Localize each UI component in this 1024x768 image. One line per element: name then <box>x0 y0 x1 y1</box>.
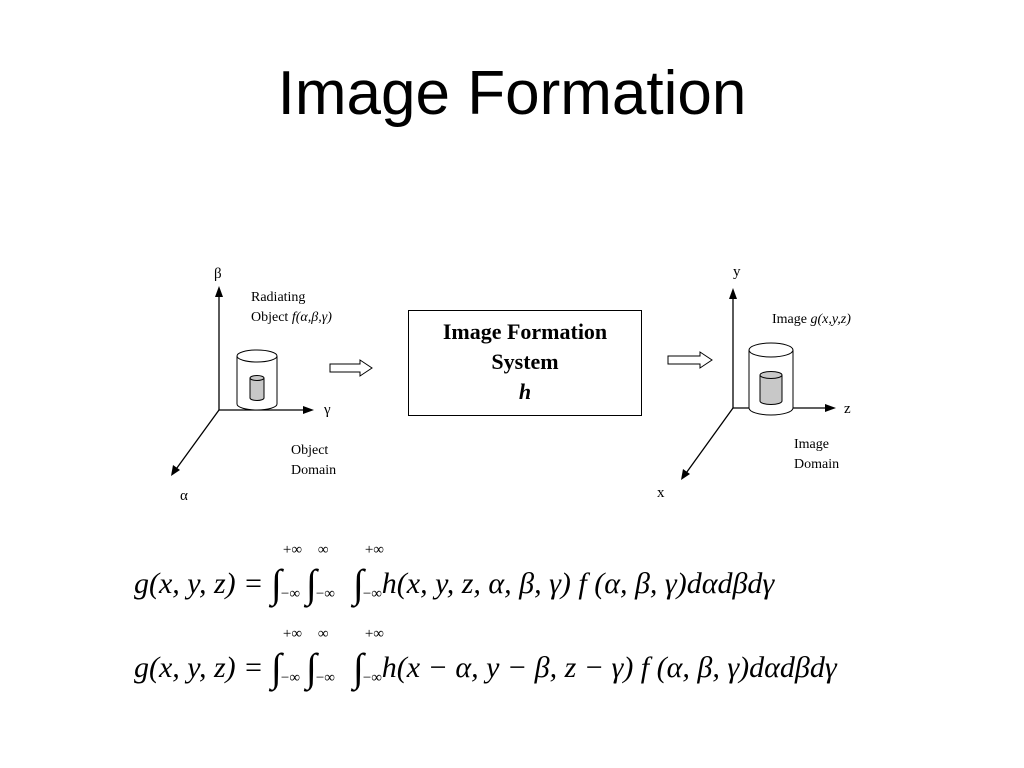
image-formation-system-box: Image Formation System h <box>408 310 642 416</box>
image-function-label: Image g(x,y,z) <box>772 310 851 330</box>
eq2-lower-limit-1: −∞ <box>280 670 301 686</box>
x-axis-label: x <box>657 485 665 501</box>
gamma-axis-label: γ <box>324 402 331 418</box>
eq1-integrand: h(x, y, z, α, β, γ) f (α, β, γ)dαdβdγ <box>381 567 775 600</box>
image-domain-line1: Image <box>794 437 829 452</box>
object-domain-line1: Object <box>291 443 329 458</box>
image-cylinder-graphic <box>748 342 794 416</box>
radiating-object-label: Radiating Object f(α,β,γ) <box>251 288 332 328</box>
object-function: f(α,β,γ) <box>291 310 332 325</box>
eq2-lower-limit-2: −∞ <box>315 670 335 686</box>
eq1-lhs: g(x, y, z) = <box>134 567 271 600</box>
system-box-line2: System <box>491 349 559 374</box>
eq2-integral-sign-3: ∫ <box>352 645 364 690</box>
eq1-lower-limit-3: −∞ <box>362 586 382 602</box>
image-function: g(x,y,z) <box>810 312 851 327</box>
eq2-lhs: g(x, y, z) = <box>134 651 271 684</box>
object-domain-line2: Domain <box>291 463 337 478</box>
eq2-upper-limit-2: ∞ <box>317 626 329 642</box>
equation-shift-invariant: g(x, y, z) = ∫+∞−∞∫∞−∞∫+∞−∞h(x − α, y − … <box>134 626 837 690</box>
eq1-integral-sign-3: ∫ <box>352 561 364 606</box>
y-axis-label: y <box>733 264 741 280</box>
hollow-arrow-left <box>329 359 373 377</box>
beta-axis-label: β <box>214 266 222 282</box>
alpha-axis-label: α <box>180 488 188 504</box>
object-domain-label: Object Domain <box>291 441 336 481</box>
eq1-integral-3: ∫+∞ −∞ <box>352 542 384 606</box>
eq1-lower-limit-1: −∞ <box>280 586 301 602</box>
eq1-integral-1: ∫+∞ −∞ <box>270 542 302 606</box>
eq2-integrand: h(x − α, y − β, z − γ) f (α, β, γ)dαdβdγ <box>381 651 837 684</box>
object-cylinder-graphic <box>236 349 278 411</box>
eq2-integral-1: ∫+∞ −∞ <box>270 626 302 690</box>
image-word: Image <box>772 312 811 327</box>
eq1-integral-2: ∫∞ −∞ <box>305 542 335 606</box>
eq2-upper-limit-1: +∞ <box>282 626 303 642</box>
system-box-line3: h <box>518 379 532 404</box>
object-word: Object <box>251 310 292 325</box>
equation-general: g(x, y, z) = ∫+∞−∞∫∞−∞∫+∞−∞h(x, y, z, α,… <box>134 542 775 606</box>
slide-title: Image Formation <box>277 59 747 128</box>
eq2-integral-sign-1: ∫ <box>270 645 282 690</box>
radiating-object-line2: Object f(α,β,γ) <box>251 308 332 328</box>
image-domain-line2: Domain <box>794 457 840 472</box>
eq1-upper-limit-1: +∞ <box>282 542 303 558</box>
image-domain-label: Image Domain <box>794 435 839 475</box>
hollow-arrow-right <box>667 351 713 369</box>
eq2-integral-sign-2: ∫ <box>305 645 317 690</box>
eq1-upper-limit-3: +∞ <box>364 542 384 558</box>
eq2-lower-limit-3: −∞ <box>362 670 382 686</box>
eq1-integral-sign-2: ∫ <box>305 561 317 606</box>
z-axis-label: z <box>844 401 851 417</box>
system-box-line1: Image Formation <box>442 319 608 344</box>
radiating-object-line1: Radiating <box>251 290 306 305</box>
eq1-lower-limit-2: −∞ <box>315 586 335 602</box>
eq2-integral-3: ∫+∞ −∞ <box>352 626 384 690</box>
eq2-integral-2: ∫∞ −∞ <box>305 626 335 690</box>
eq2-upper-limit-3: +∞ <box>364 626 384 642</box>
eq1-integral-sign-1: ∫ <box>270 561 282 606</box>
eq1-upper-limit-2: ∞ <box>317 542 329 558</box>
